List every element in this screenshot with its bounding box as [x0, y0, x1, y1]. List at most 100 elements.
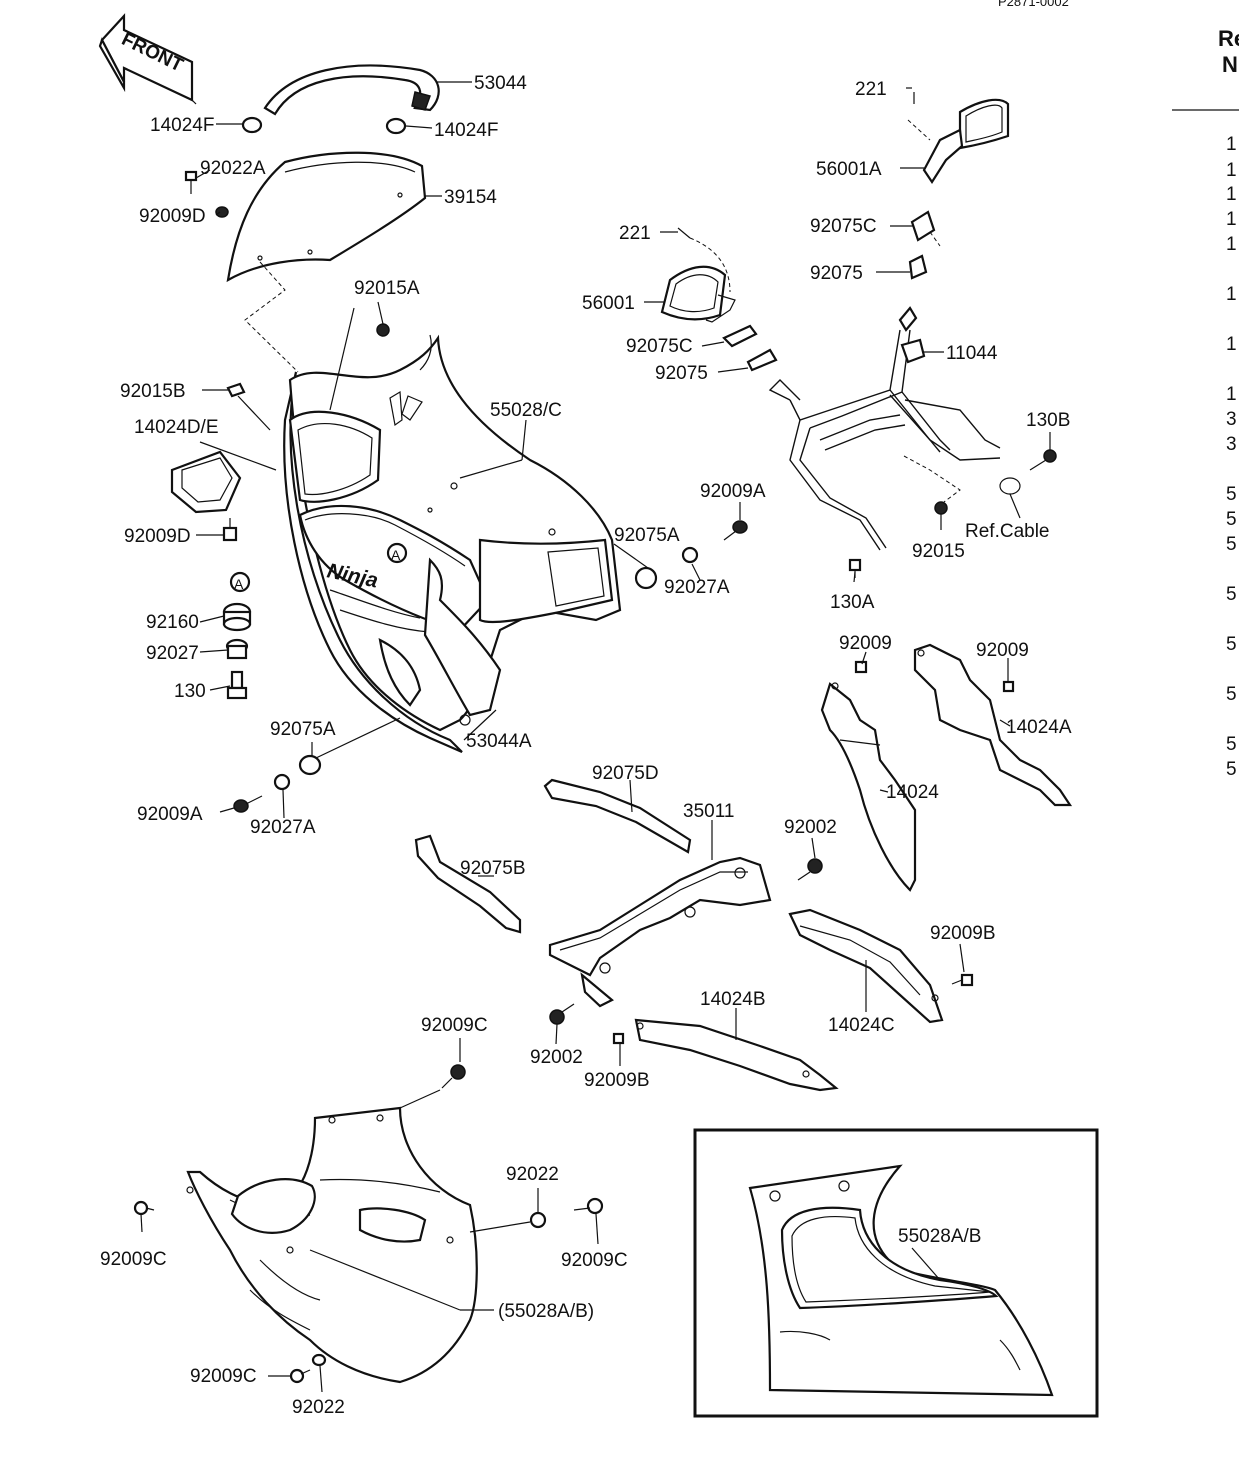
screw-92009d [222, 518, 238, 542]
windscreen-39154 [226, 151, 427, 283]
circle-ref-stack: A [234, 576, 244, 592]
bolt-92009a-lower [233, 795, 263, 813]
stay-frame-11044 [768, 306, 1001, 551]
callout-92022-bottom: 92022 [292, 1397, 345, 1418]
callout-92075c-right: 92075C [810, 216, 877, 237]
callout-92022a: 92022A [200, 158, 266, 179]
callout-ref-cable: Ref.Cable [965, 521, 1050, 542]
grommet-14024f-left [241, 116, 263, 134]
dashed-guides [244, 119, 961, 503]
ref-digit: 1 [1226, 209, 1237, 230]
callout-35011: 35011 [683, 801, 734, 822]
ref-digit: 1 [1226, 184, 1237, 205]
nut-92015 [934, 501, 948, 515]
bolt-92009c-bottom [289, 1368, 311, 1384]
callout-92009-left: 92009 [839, 633, 892, 654]
callout-130b: 130B [1026, 410, 1070, 431]
callout-92075-right: 92075 [810, 263, 863, 284]
clip-92015b [226, 382, 246, 398]
bolt-92009c-left [133, 1200, 155, 1216]
bolt-92009c-right [573, 1197, 604, 1215]
callout-92002-lower: 92002 [530, 1047, 583, 1068]
bolt-92009a-upper [723, 520, 748, 541]
callout-53044a: 53044A [466, 731, 532, 752]
screw-221-left [677, 227, 691, 239]
callout-92009c-top: 92009C [421, 1015, 488, 1036]
ref-digit: 5 [1226, 684, 1237, 705]
callout-92075b: 92075B [460, 858, 526, 879]
callout-39154: 39154 [444, 187, 497, 208]
gasket-92075-right [908, 254, 928, 280]
callout-14024a: 14024A [1006, 717, 1072, 738]
bolt-92009c-top [441, 1064, 466, 1089]
callout-92009d: 92009D [124, 526, 191, 547]
callout-92075c-left: 92075C [626, 336, 693, 357]
mirror-56001a [922, 98, 1010, 185]
figure-code: P2871-0002 [998, 0, 1069, 9]
ref-digit: 5 [1226, 734, 1237, 755]
callout-92015: 92015 [912, 541, 965, 562]
callout-11044: 11044 [946, 343, 998, 364]
callout-56001a: 56001A [816, 159, 882, 180]
ref-digit: 1 [1226, 160, 1237, 181]
front-arrow-icon: FRONT [98, 13, 197, 105]
callout-92075a-upper: 92075A [614, 525, 680, 546]
callout-labels: 53044 14024F 14024F 92022A 92009D 39154 … [100, 73, 1072, 1418]
ref-column-header-1: Re [1218, 26, 1239, 51]
lower-fairing-55028ab [186, 1106, 478, 1384]
screw-92009-left [854, 660, 868, 674]
ref-digit: 1 [1226, 334, 1237, 355]
inset-label: 55028A/B [898, 1226, 981, 1247]
callout-14024f-left: 14024F [150, 115, 214, 136]
leader-lines [140, 81, 1051, 1393]
callout-130: 130 [174, 681, 206, 702]
screw-92009-right [1002, 680, 1015, 693]
gasket-92075-left [746, 348, 778, 372]
upper-fairing-55028c: Ninja A [283, 334, 622, 754]
callout-92009a-upper: 92009A [700, 481, 766, 502]
circle-ref-fairing: A [391, 547, 401, 563]
ref-digit: 5 [1226, 634, 1237, 655]
screw-92009b-right [951, 973, 974, 987]
callout-14024f-right: 14024F [434, 120, 498, 141]
inset-box: 55028A/B [693, 1128, 1099, 1418]
grommet-14024f-right [385, 117, 407, 135]
callout-92015b: 92015B [120, 381, 186, 402]
callout-92015a: 92015A [354, 278, 420, 299]
callout-92009-right: 92009 [976, 640, 1029, 661]
callout-92075-left: 92075 [655, 363, 708, 384]
callout-92160: 92160 [146, 612, 199, 633]
bolt-130b [1029, 449, 1057, 471]
callout-92009a-lower: 92009A [137, 804, 203, 825]
callout-92002-upper: 92002 [784, 817, 837, 838]
inner-cover-14024a [913, 643, 1073, 807]
callout-56001: 56001 [582, 293, 635, 314]
ref-digit: 1 [1226, 234, 1237, 255]
gasket-92075c-right [910, 210, 936, 242]
callout-14024c: 14024C [828, 1015, 895, 1036]
ref-digit: 5 [1226, 509, 1237, 530]
callout-92027: 92027 [146, 643, 199, 664]
callout-92009c-bottom: 92009C [190, 1366, 257, 1387]
callout-92022-right: 92022 [506, 1164, 559, 1185]
collar-92027a-lower [273, 773, 291, 791]
screw-92009b-lower [612, 1032, 625, 1045]
screw-92022a [184, 170, 198, 194]
bracket-35011 [548, 856, 772, 1008]
cable-clamp [999, 477, 1021, 495]
callout-92027a-lower: 92027A [250, 817, 316, 838]
callout-92075a-lower: 92075A [270, 719, 336, 740]
callout-53044: 53044 [474, 73, 527, 94]
ref-digit: 5 [1226, 584, 1237, 605]
ref-digit: 3 [1226, 409, 1237, 430]
bolt-92002-upper [797, 858, 823, 881]
callout-221-right: 221 [855, 79, 887, 100]
collar-92027a-upper [681, 546, 699, 564]
grommet-92075a-lower [298, 754, 322, 776]
ref-digit: 5 [1226, 484, 1237, 505]
callout-92027a-upper: 92027A [664, 577, 730, 598]
callout-92009d-top: 92009D [139, 206, 206, 227]
callout-130a: 130A [830, 592, 875, 613]
callout-55028c: 55028/C [490, 400, 562, 421]
